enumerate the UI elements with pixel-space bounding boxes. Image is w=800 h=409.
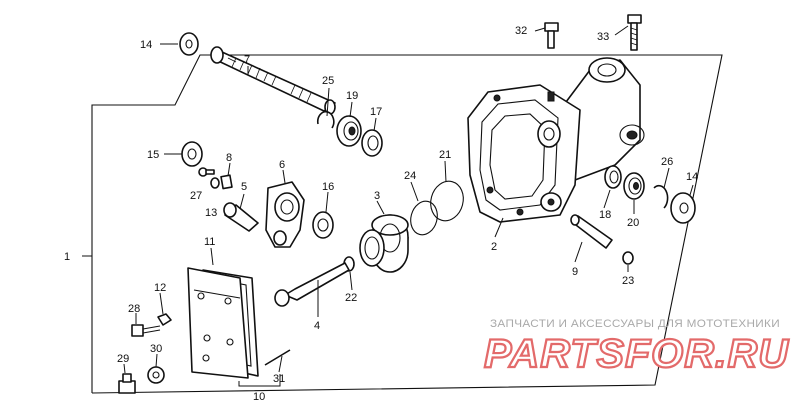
callout-p15: 15	[147, 149, 159, 161]
callout-p22: 22	[345, 292, 357, 304]
callout-p19: 19	[346, 90, 358, 102]
callout-p27: 27	[190, 190, 202, 202]
callout-p13: 13	[205, 207, 217, 219]
callout-leader-lines	[82, 25, 694, 387]
callout-p9: 9	[572, 266, 578, 278]
part-19-bearing	[336, 115, 362, 147]
callout-p14b: 14	[686, 171, 698, 183]
callout-p8: 8	[226, 152, 232, 164]
part-3-hub	[359, 214, 409, 273]
part-33-bolt	[627, 14, 642, 51]
part-2-gear-case-housing	[467, 57, 645, 223]
part-21-o-ring	[430, 180, 464, 222]
part-8-key	[220, 174, 233, 190]
part-18-oil-seal	[604, 165, 622, 189]
part-26-circlip	[653, 184, 669, 209]
part-14-washer-left	[179, 32, 199, 56]
part-32-bolt	[544, 22, 559, 49]
callout-p29: 29	[117, 353, 129, 365]
callout-p7: 7	[244, 54, 250, 66]
callout-numbers: 1 2 3 4 5 6 7 8 9 10 11 12 13 14 14 15 1…	[64, 25, 698, 403]
part-16-washer	[312, 211, 334, 239]
part-7-output-shaft	[210, 46, 336, 115]
part-10-cover	[187, 267, 249, 379]
part-31-dowel-pin	[264, 349, 291, 366]
watermark: ЗАПЧАСТИ И АКСЕССУАРЫ ДЛЯ МОТОТЕХНИКИ PA…	[483, 318, 789, 377]
callout-p25: 25	[322, 75, 334, 87]
part-13-washer	[210, 177, 220, 189]
part-4-pin	[274, 262, 350, 307]
callout-p3: 3	[374, 190, 380, 202]
callout-p31: 31	[273, 373, 285, 385]
part-14-washer-right	[670, 192, 696, 224]
callout-p28: 28	[128, 303, 140, 315]
part-29-drain-bolt	[118, 373, 136, 394]
callout-p32: 32	[515, 25, 527, 37]
callout-p12: 12	[154, 282, 166, 294]
part-23-ring	[622, 251, 634, 265]
callout-p14a: 14	[140, 39, 152, 51]
callout-p10: 10	[253, 391, 265, 403]
part-25-circlip	[316, 110, 335, 129]
callout-p4: 4	[314, 320, 320, 332]
callout-p21: 21	[439, 149, 451, 161]
part-9-pin	[570, 214, 613, 249]
part-24-o-ring	[410, 200, 438, 236]
part-5-roller	[223, 202, 259, 232]
part-6-shift-arm	[265, 181, 305, 248]
part-15-washer	[181, 141, 203, 167]
callout-p11: 11	[204, 236, 215, 248]
callout-p23: 23	[622, 275, 634, 287]
callout-p17: 17	[370, 106, 382, 118]
callout-p20: 20	[627, 217, 639, 229]
assembly-frame-outline	[91, 54, 723, 394]
part-27-screw	[198, 167, 215, 177]
callout-p30: 30	[150, 343, 162, 355]
part-28-bolt	[131, 324, 161, 337]
callout-p26: 26	[661, 156, 673, 168]
watermark-logo: PARTSFOR.RU	[484, 332, 789, 376]
callout-p1: 1	[64, 251, 70, 263]
part-12-nut	[157, 313, 172, 326]
part-17-oil-seal	[361, 129, 383, 157]
part-30-washer	[147, 366, 165, 384]
callout-p24: 24	[404, 170, 416, 182]
callout-p6: 6	[279, 159, 285, 171]
callout-p33: 33	[597, 31, 609, 43]
callout-p16: 16	[322, 181, 334, 193]
part-20-bearing	[623, 172, 645, 200]
callout-p2: 2	[491, 241, 497, 253]
watermark-caption: ЗАПЧАСТИ И АКСЕССУАРЫ ДЛЯ МОТОТЕХНИКИ	[490, 318, 780, 330]
callout-p5: 5	[241, 181, 247, 193]
callout-p18: 18	[599, 209, 611, 221]
